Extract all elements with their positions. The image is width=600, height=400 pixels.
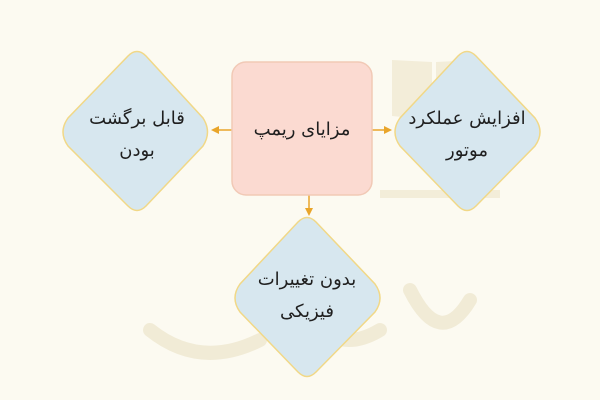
right-diamond [394, 50, 541, 212]
bottom-diamond [234, 216, 381, 378]
right-label: افزایش عملکرد موتور [408, 108, 526, 161]
bottom-label: بدون تغییرات فیزیکی [257, 269, 357, 322]
center-box [231, 61, 373, 196]
left-label: قابل برگشت بودن [89, 108, 185, 161]
center-label: مزایای ریمپ [253, 119, 351, 140]
left-diamond [62, 50, 209, 212]
